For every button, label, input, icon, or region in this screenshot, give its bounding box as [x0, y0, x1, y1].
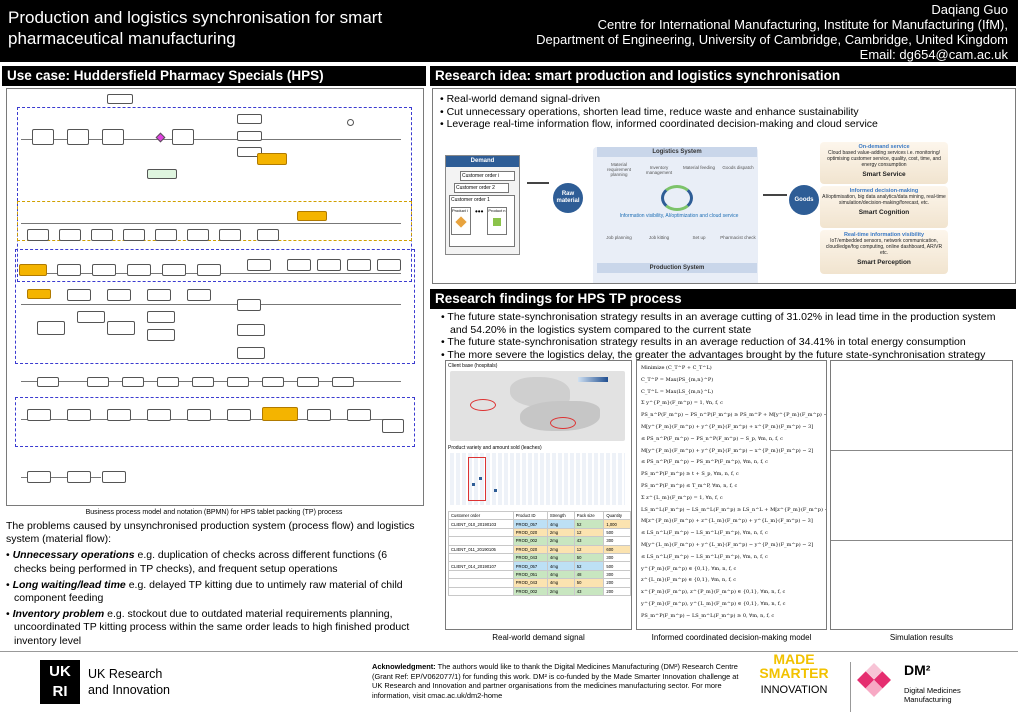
- findings-heading: Research findings for HPS TP process: [430, 289, 1016, 309]
- problem-item: • Inventory problem e.g. stockout due to…: [6, 608, 410, 647]
- model-equation-line: C_T^P = Max(PS_{m,n}^P): [641, 376, 714, 383]
- model-equation-line: x^{P_m}(F_m^p), z^{P_m}(F_m^p) ∈ {0,1}, …: [641, 589, 786, 596]
- service-box-smart-service: On-demand service Cloud based value-addi…: [820, 142, 948, 184]
- bpmn-lane: [15, 397, 415, 447]
- simulation-results-panel: [830, 360, 1013, 630]
- finding-bullet: • The future state-synchronisation strat…: [441, 311, 996, 336]
- model-equation-line: ≤ PS_n^P(F_m^p) − PS_n^P(F_m^p) − S_p, ∀…: [641, 435, 783, 442]
- problem-item: • Long waiting/lead time e.g. delayed TP…: [6, 578, 403, 605]
- model-equation-line: PS_m^P(F_m^p) ≤ T_m^P, ∀m, n, f, c: [641, 483, 738, 489]
- author-block: Daqiang Guo Centre for International Man…: [448, 2, 1008, 62]
- model-equation-line: M[y^{L_m}(F_m^p) + y^{L_m}(F_m^p) − y^{P…: [641, 542, 814, 548]
- finding-bullet: • The more severe the logistics delay, t…: [441, 348, 986, 361]
- poster-title: Production and logistics synchronisation…: [8, 8, 383, 48]
- author-email: Email: dg654@cam.ac.uk: [859, 47, 1008, 62]
- research-idea-heading: Research idea: smart production and logi…: [430, 66, 1016, 86]
- model-equation-line: M[y^{P_m}(F_m^p) + y^{P_m}(F_m^p) + x^{P…: [641, 424, 814, 430]
- ukri-text: UK Research and Innovation: [88, 667, 171, 697]
- bpmn-lane: [15, 249, 415, 364]
- dm2-title: DM²: [904, 662, 931, 678]
- bpmn-lane: [17, 201, 412, 241]
- problem-item: • Unnecessary operations e.g. duplicatio…: [6, 549, 388, 575]
- model-equation-line: M[y^{P_m}(F_m^p) + y^{P_m}(F_m^p) − x^{P…: [641, 447, 814, 454]
- bpmn-caption: Business process model and notation (BPM…: [85, 509, 343, 516]
- demand-box: Demand Customer order i Customer order 2…: [445, 155, 520, 255]
- header: Production and logistics synchronisation…: [0, 0, 1018, 62]
- model-equation-line: ≤ PS_n^P(F_m^p) − PS_m^P(F_m^p), ∀m, n, …: [641, 459, 768, 466]
- model-equation-line: z^{L_m}(F_m^p) ∈ {0,1}, ∀m, n, f, c: [641, 577, 737, 584]
- model-equation-line: y^{P_m}(F_m^p), y^{L_m}(F_m^p) ∈ {0,1}, …: [641, 601, 786, 607]
- decision-model-panel: Minimize (C_T^P + C_T^L) C_T^P = Max(PS_{…: [636, 360, 827, 630]
- made-smarter-logo: MADE SMARTER INNOVATION: [759, 651, 829, 696]
- model-equation-line: Σ z^{L_m}(F_m^p) = 1, ∀n, f, c: [641, 494, 723, 501]
- caption-demand-signal: Real-world demand signal: [492, 633, 585, 642]
- product-variety-grid: [450, 453, 625, 505]
- author-name: Daqiang Guo: [931, 2, 1008, 17]
- model-equation-line: y^{P_m}(F_m^p) ∈ {0,1}, ∀m, n, f, c: [641, 565, 737, 572]
- model-equation-line: PS_m^P(F_m^p) ≥ t + S_p, ∀m, n, f, c: [641, 471, 739, 478]
- model-equation-line: C_T^L = Max(LS_{m,n}^L): [641, 388, 714, 395]
- model-equation-line: LS_m^L(F_m^p) − LS_m^L(F_m^p) ≥ LS_n^L +…: [641, 506, 826, 513]
- demand-signal-panel: Client base (hospitals) Product variety …: [445, 360, 632, 630]
- dm2-subtitle: Digital Medicines Manufacturing: [904, 686, 961, 704]
- research-idea-bullets: • Real-world demand signal-driven • Cut …: [439, 93, 999, 131]
- bpmn-diagram: [6, 88, 424, 506]
- problems-text: The problems caused by unsynchronised pr…: [6, 520, 422, 650]
- model-equation-line: M[z^{P_m}(F_m^p) + z^{L_m}(F_m^p) + y^{L…: [641, 518, 813, 525]
- idea-bullet: • Cut unnecessary operations, shorten le…: [440, 105, 859, 118]
- model-equation-line: Σ y^{P_m}(F_m^p) = 1, ∀n, f, c: [641, 400, 723, 407]
- caption-decision-model: Informed coordinated decision-making mod…: [651, 633, 812, 642]
- center-label: Information visibility, AI/optimization …: [619, 213, 739, 219]
- client-map: [450, 371, 625, 441]
- author-affiliation-2: Department of Engineering, University of…: [536, 32, 1008, 47]
- bpmn-lane: [17, 107, 412, 282]
- problems-intro: The problems caused by unsynchronised pr…: [6, 520, 415, 546]
- logistics-system-label: Logistics System: [597, 147, 757, 157]
- idea-bullet: • Leverage real-time information flow, i…: [440, 118, 878, 130]
- product-n-box: Product n: [487, 207, 508, 235]
- raw-material-circle: Raw material: [553, 183, 583, 213]
- finding-bullet: • The future state-synchronisation strat…: [441, 336, 966, 348]
- model-equation-line: PS_n^P(F_m^p) − PS_n^P(F_m^p) ≥ PS_m^P +…: [641, 412, 826, 419]
- research-idea-panel: • Real-world demand signal-driven • Cut …: [432, 88, 1016, 284]
- product-i-box: Product i: [451, 207, 471, 235]
- idea-bullet: • Real-world demand signal-driven: [440, 93, 601, 105]
- author-affiliation-1: Centre for International Manufacturing, …: [597, 17, 1008, 32]
- systems-area: [593, 147, 758, 283]
- use-case-heading: Use case: Huddersfield Pharmacy Specials…: [2, 66, 426, 86]
- model-equation-line: Minimize (C_T^P + C_T^L): [641, 365, 712, 371]
- goods-circle: Goods: [789, 185, 819, 215]
- model-equation-line: ≤ LS_n^L(F_m^p) − LS_m^L(F_m^p), ∀m, n, …: [641, 530, 768, 537]
- caption-simulation-results: Simulation results: [889, 633, 954, 642]
- model-equation-line: ≤ LS_n^L(F_m^p) − LS_m^L(F_m^p), ∀m, n, …: [641, 553, 768, 560]
- service-box-smart-cognition: Informed decision-making AI/optimisation…: [820, 186, 948, 228]
- sync-cycle-icon: [661, 185, 693, 211]
- model-equation-line: PS_m^P(F_m^p) − LS_m^L(F_m^p) ≥ 0, ∀m, n…: [641, 612, 775, 619]
- acknowledgment: Acknowledgment: The authors would like t…: [372, 662, 739, 700]
- production-system-label: Production System: [597, 263, 757, 273]
- dm2-logo-icon: [857, 663, 891, 697]
- service-box-smart-perception: Real-time information visibility IoT/emb…: [820, 230, 948, 274]
- findings-bullets: • The future state-synchronisation strat…: [440, 311, 1010, 361]
